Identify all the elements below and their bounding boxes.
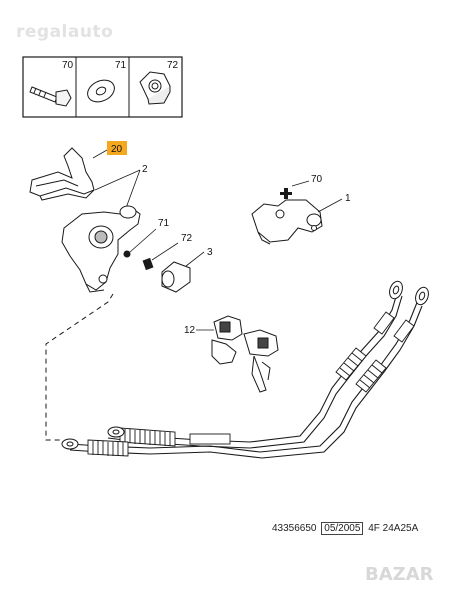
fastener-inset: 70 71 72 bbox=[22, 56, 183, 118]
callout-nut: 72 bbox=[167, 60, 179, 71]
nut-icon bbox=[139, 71, 171, 105]
callout-part-12: 12 bbox=[184, 325, 196, 336]
cable-end-fittings bbox=[61, 280, 429, 450]
callout-part-2: 2 bbox=[142, 164, 148, 175]
diagram-footer: 43356650 05/2005 4F 24A25A bbox=[272, 522, 419, 535]
dashed-leader bbox=[45, 293, 114, 441]
callout-part-70: 70 bbox=[311, 174, 323, 185]
bolt-icon bbox=[29, 86, 72, 107]
callout-part-1: 1 bbox=[345, 193, 351, 204]
shift-lever-body bbox=[61, 205, 141, 293]
cable-clip-part bbox=[211, 315, 279, 393]
cable-bracket-part bbox=[251, 199, 323, 245]
callout-part-71: 71 bbox=[158, 218, 170, 229]
watermark-bottom: BAZAR bbox=[365, 564, 434, 585]
washer-small-icon bbox=[123, 250, 131, 258]
selector-fork-part bbox=[29, 147, 95, 201]
watermark-top: regalauto bbox=[16, 22, 114, 42]
nut-small-icon bbox=[142, 257, 154, 271]
washer-icon bbox=[87, 79, 115, 103]
callout-part-72: 72 bbox=[181, 233, 193, 244]
bushing-part bbox=[161, 261, 191, 293]
bolt-marker-icon bbox=[280, 188, 292, 199]
footer-date: 05/2005 bbox=[321, 522, 364, 535]
callout-main-part: 20 bbox=[92, 141, 127, 159]
footer-part-number: 43356650 bbox=[272, 523, 317, 534]
callout-part-3: 3 bbox=[207, 247, 213, 258]
svg-text:20: 20 bbox=[111, 144, 123, 155]
footer-code: 4F 24A25A bbox=[368, 523, 419, 534]
callout-washer: 71 bbox=[115, 60, 127, 71]
callout-bolt: 70 bbox=[62, 60, 74, 71]
cable-sleeves bbox=[87, 311, 415, 457]
